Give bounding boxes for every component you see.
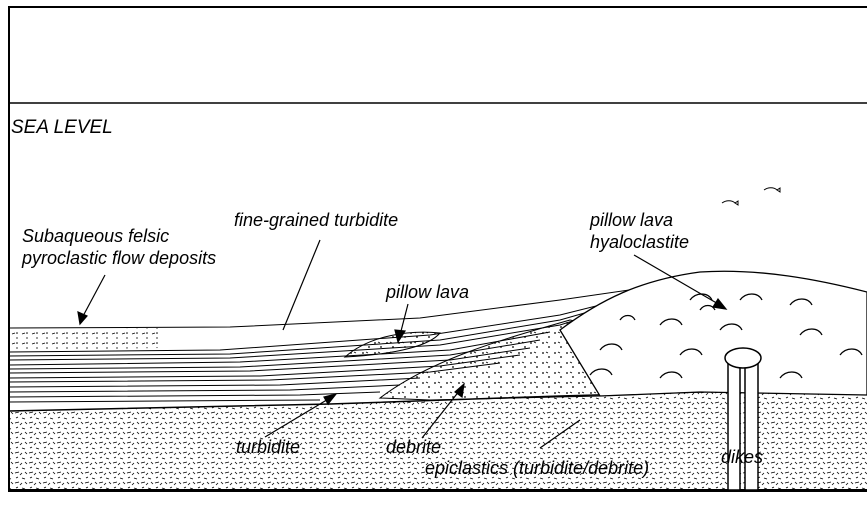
epiclastics-label: epiclastics (turbidite/debrite) — [425, 458, 649, 478]
dikes-label: dikes — [721, 447, 763, 467]
fine-turbidite-label: fine-grained turbidite — [234, 210, 398, 230]
debrite-label: debrite — [386, 437, 441, 457]
fish-marks — [722, 188, 780, 205]
turbidite-label: turbidite — [236, 437, 300, 457]
pillow-lava-hyalo-line1: pillow lava — [590, 210, 673, 230]
sea-level-label: SEA LEVEL — [11, 118, 113, 138]
pillow-lava-label: pillow lava — [386, 282, 469, 302]
felsic-label-line2: pyroclastic flow deposits — [22, 248, 216, 268]
felsic-label-line1: Subaqueous felsic — [22, 226, 169, 246]
pillow-lava-hyalo-line2: hyaloclastite — [590, 232, 689, 252]
felsic-deposit — [9, 328, 160, 350]
